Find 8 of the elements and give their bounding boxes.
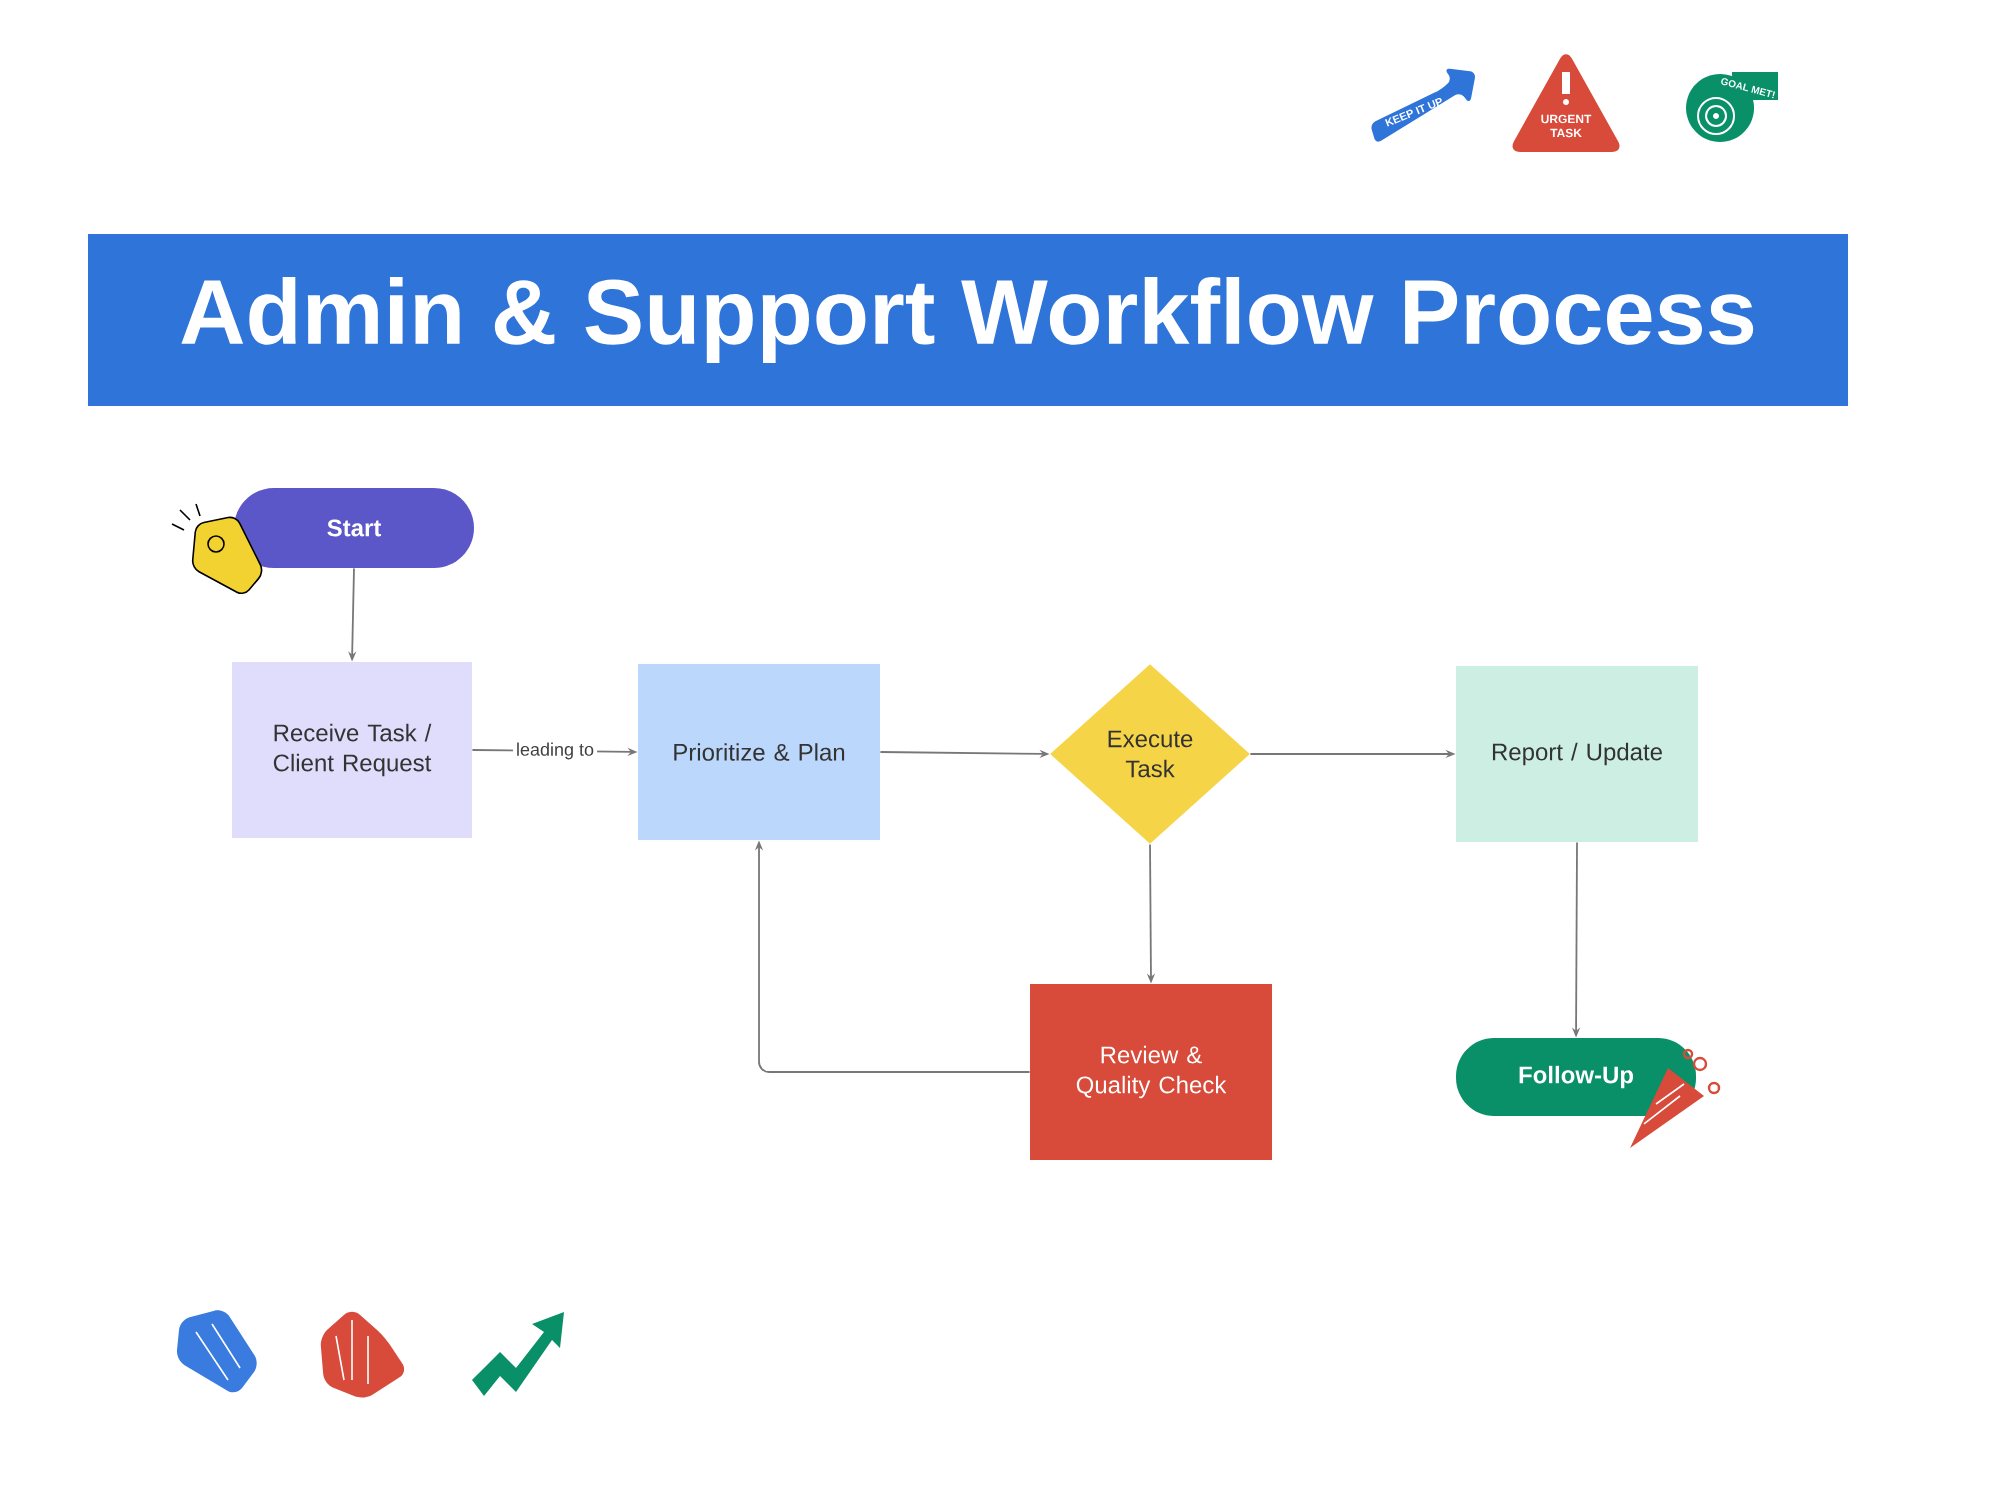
process-box: Review & Quality Check — [1030, 984, 1272, 1160]
edge-label: leading to — [513, 739, 598, 763]
title-banner: Admin & Support Workflow Process — [88, 234, 1848, 406]
process-box: Receive Task / Client Request — [232, 662, 472, 838]
process-box: Prioritize & Plan — [638, 664, 880, 840]
end-terminal: Follow-Up — [1456, 1038, 1697, 1116]
process-box: Report / Update — [1456, 666, 1699, 842]
start-terminal: Start — [234, 488, 474, 568]
